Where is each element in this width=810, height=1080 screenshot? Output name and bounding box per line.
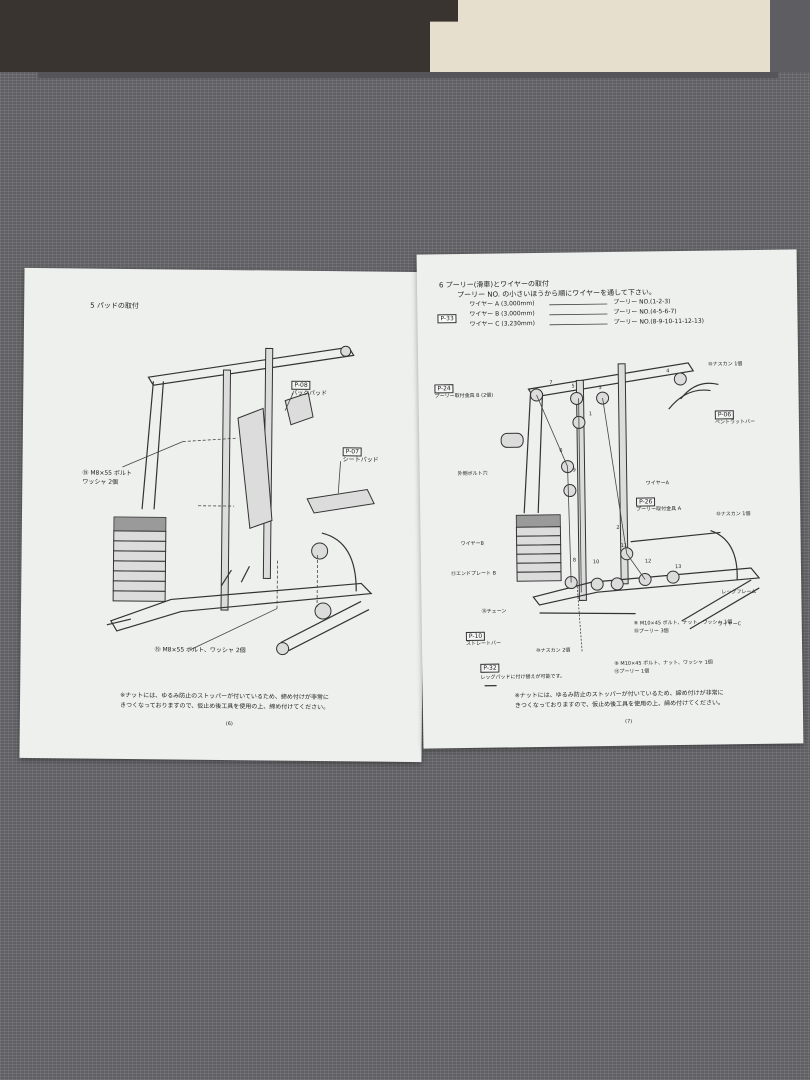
nut-cap-1b: ⑩ナスカン 1個 — [716, 511, 751, 518]
nut-cap-2: ⑩ナスカン 2個 — [536, 647, 571, 655]
pulley-number-6: 6 — [559, 447, 563, 454]
wire-a-tag: ワイヤーA — [645, 480, 670, 487]
seat-pad-part-label: P-07 — [342, 447, 363, 457]
leg-frame: レッグフレーム — [721, 588, 757, 596]
seat-pad-name: シートパッド — [342, 456, 379, 464]
wire-b-tag: ワイヤーB — [460, 540, 484, 548]
pulley-number-9: 9 — [572, 467, 576, 474]
bolt-note-1b: ワッシャ 2個 — [82, 478, 119, 486]
pulley-3-note: ⑮プーリー 3個 — [633, 628, 669, 635]
pulley-number-8: 8 — [572, 557, 577, 564]
manual-page-right: 6 プーリー(滑車)とワイヤーの取付 プーリー NO. の小さいほうから順にワイ… — [416, 249, 804, 749]
page-number-right: (7) — [625, 718, 633, 725]
gym-diagram-right — [484, 303, 761, 687]
carpet-edge — [38, 72, 778, 78]
nut-cap-1: ⑩ナスカン 1個 — [708, 361, 743, 368]
pulley-number-4: 4 — [666, 368, 670, 375]
bolt-note-2: ⑲ M8×55 ボルト、ワッシャ 2個 — [154, 646, 246, 655]
bent-bar-name: ベントラットバー — [714, 418, 755, 426]
leg-note: レッグパッドに付け替えが可能です。 — [480, 673, 566, 681]
pulley-number-13: 13 — [674, 564, 682, 571]
pulley-number-7: 7 — [549, 379, 553, 386]
pulley-mount-name: プーリー取付金具 A — [636, 506, 682, 513]
pulley-number-12: 12 — [644, 558, 652, 565]
back-pad-name: バックパッド — [291, 389, 328, 398]
bent-bar-part-label: P-06 — [714, 410, 735, 420]
gym-diagram-left — [106, 345, 375, 656]
pulley-mount-part-label: P-26 — [635, 497, 656, 507]
chain-label: ⑯チェーン — [481, 608, 507, 615]
left-part-name: プーリー取付金具 B (2個) — [434, 392, 494, 400]
pulley-number-2: 2 — [616, 524, 620, 531]
pulley-number-1: 1 — [588, 411, 593, 418]
straight-bar-name: ストレートバー — [465, 640, 502, 648]
page-number-left: (6) — [225, 721, 233, 728]
straight-bar-part-label: P-10 — [465, 631, 486, 642]
floor-mat-light — [430, 0, 780, 72]
pulley-number-11: 11 — [620, 542, 628, 549]
outer-bolt-hole: 外側ボルト穴 — [457, 470, 488, 478]
bolt-note-1a: ⑲ M8×55 ボルト — [82, 469, 132, 478]
pulley-number-10: 10 — [592, 559, 600, 566]
back-pad-part-label: P-08 — [291, 380, 311, 390]
pulley-number-5: 5 — [571, 383, 575, 390]
pulley-1-note: ⑮プーリー 1個 — [614, 668, 650, 675]
manual-page-left: 5 パッドの取付 — [19, 267, 427, 763]
end-plate: ⑪エンドプレート B — [450, 570, 497, 578]
pulley-number-3: 3 — [598, 385, 602, 392]
leg-part-label: P-32 — [480, 663, 500, 673]
left-part-label: P-24 — [434, 384, 454, 394]
